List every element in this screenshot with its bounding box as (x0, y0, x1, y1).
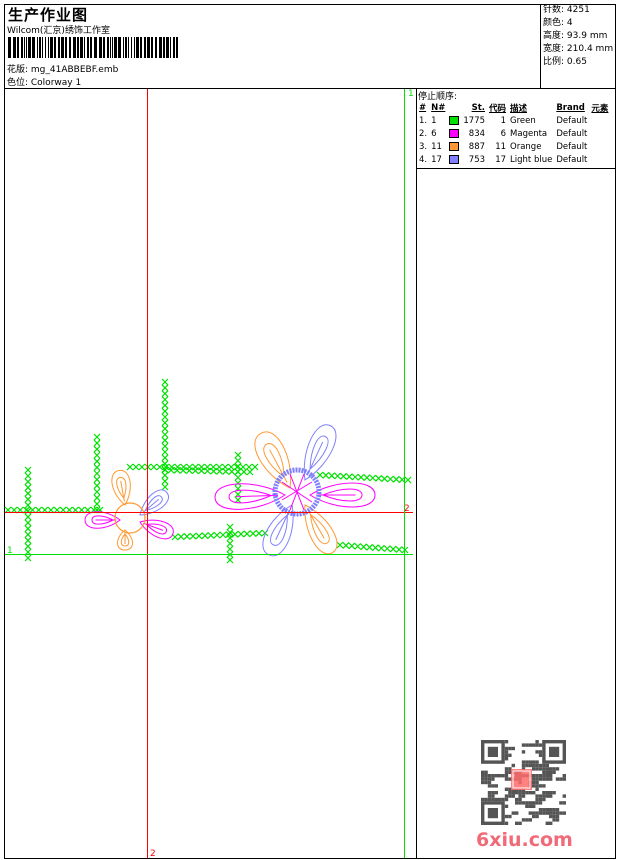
row-stitches: 1775 (463, 115, 486, 126)
row-stitches: 753 (468, 154, 486, 165)
row-brand: Default (556, 154, 588, 165)
row-description: Green (510, 115, 536, 126)
sheet-frame (4, 4, 616, 859)
col-stitches: St. (471, 102, 486, 113)
col-element: 元素 (591, 103, 609, 114)
flower-petal (309, 482, 376, 508)
cross-stitch-chain (316, 471, 412, 484)
row-brand: Default (556, 128, 588, 139)
row-code: 6 (500, 128, 507, 139)
qr-code (481, 740, 567, 826)
row-index: 3. (419, 141, 428, 152)
cross-stitch-chain (161, 378, 169, 491)
flower-petal (304, 504, 338, 555)
row-needle: 11 (431, 141, 442, 152)
flower-petal (139, 489, 169, 516)
red-guide-v-label: 2 (150, 849, 156, 859)
row-index: 2. (419, 128, 428, 139)
row-description: Orange (510, 141, 542, 152)
col-description: 描述 (510, 103, 528, 114)
colorway-label: 色位: Colorway 1 (7, 78, 82, 88)
stop-row: 4. 17 753 17 Light blue Default (417, 153, 610, 166)
stamp-icon (511, 769, 532, 790)
cross-stitch-chain (336, 541, 409, 554)
row-stitches: 887 (468, 141, 486, 152)
row-index: 1. (419, 115, 428, 126)
stop-sequence-table: # N# St. 代码 描述 Brand 元素 1. 1 1775 1 Gree… (417, 101, 610, 166)
flower-petal (303, 424, 337, 481)
cross-stitch-chain (171, 529, 269, 541)
row-description: Light blue (510, 154, 553, 165)
stop-row: 3. 11 887 11 Orange Default (417, 140, 610, 153)
cross-stitch-chain (24, 466, 32, 562)
header-divider (4, 88, 616, 89)
color-swatch (449, 115, 460, 125)
watermark-logo: 6xiu.com (476, 829, 573, 851)
design-info-box: 针数: 4251 颜色: 4 高度: 93.9 mm 宽度: 210.4 mm … (540, 4, 616, 88)
page-title: 生产作业图 (8, 6, 89, 24)
info-scale: 比例: 0.65 (543, 57, 587, 67)
flower-petal (214, 483, 286, 510)
flower-petal (111, 470, 131, 506)
green-guide-v-label: 1 (408, 89, 414, 99)
col-needle: N# (431, 102, 446, 113)
row-brand: Default (556, 141, 588, 152)
cross-stitch-chain (226, 523, 234, 564)
green-guide-h-label: 1 (7, 546, 13, 556)
cross-stitch-chain (234, 451, 242, 504)
col-brand: Brand (556, 102, 585, 113)
row-stitches: 834 (468, 128, 486, 139)
table-divider (416, 168, 616, 169)
row-index: 4. (419, 154, 428, 165)
color-swatch (449, 141, 460, 151)
small-flower-center (114, 502, 146, 534)
stop-row: 1. 1 1775 1 Green Default (417, 114, 610, 127)
info-stitches: 针数: 4251 (543, 5, 590, 15)
color-swatch (449, 154, 460, 164)
flower-petal (84, 511, 121, 529)
flower-petal (139, 519, 174, 540)
cross-stitch-chain (93, 433, 101, 514)
company-name: Wilcom(汇京)绣饰工作室 (7, 26, 110, 36)
cross-stitch-chain (161, 466, 254, 476)
red-guide-h-label: 2 (404, 504, 410, 514)
info-height: 高度: 93.9 mm (543, 31, 608, 41)
flower-petal (117, 529, 133, 551)
color-swatch (449, 128, 460, 138)
flower-center-ring (272, 467, 322, 517)
col-index: # (419, 102, 427, 113)
panel-divider (416, 88, 417, 859)
flower-center-fill (281, 473, 313, 511)
barcode (8, 37, 178, 58)
info-colors: 颜色: 4 (543, 18, 573, 28)
info-width: 宽度: 210.4 mm (543, 44, 614, 54)
row-description: Magenta (510, 128, 548, 139)
col-code: 代码 (489, 103, 507, 114)
row-needle: 1 (431, 115, 437, 126)
row-code: 17 (495, 154, 507, 165)
row-needle: 17 (431, 154, 442, 165)
stop-row: 2. 6 834 6 Magenta Default (417, 127, 610, 140)
row-code: 11 (495, 141, 507, 152)
stop-sequence-title: 停止顺序: (418, 92, 458, 102)
pattern-filename: 花版: mg_41ABBEBF.emb (7, 65, 119, 75)
row-brand: Default (556, 115, 588, 126)
row-code: 1 (500, 115, 507, 126)
row-needle: 6 (431, 128, 437, 139)
